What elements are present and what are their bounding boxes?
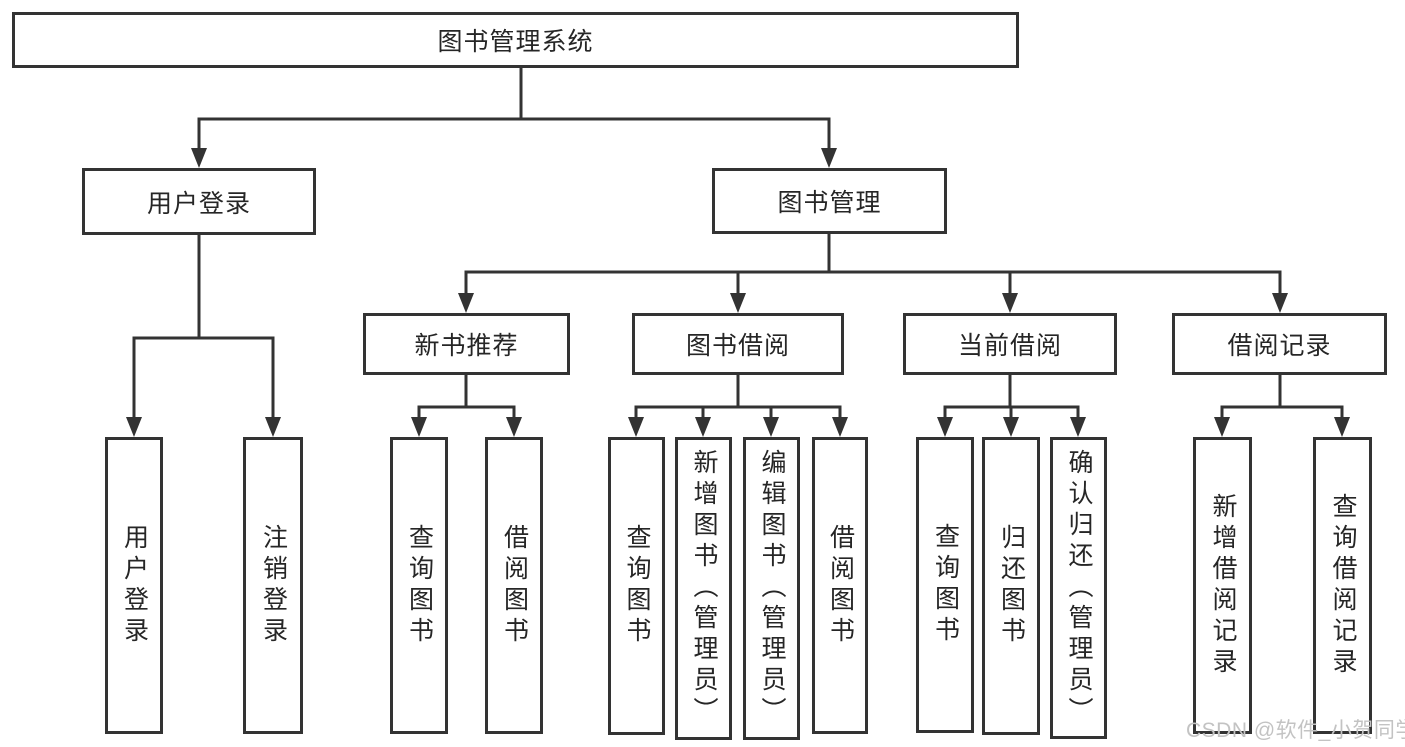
leaf-query-books-current: 查询图书 (916, 437, 974, 733)
leaf-edit-books-admin-label: 编辑图书（管理员） (758, 449, 786, 728)
leaf-add-books-admin: 新增图书（管理员） (675, 437, 732, 740)
node-new-book-recommend-label: 新书推荐 (414, 332, 519, 360)
node-root-label: 图书管理系统 (437, 28, 594, 56)
leaf-query-books-borrowing-label: 查询图书 (623, 524, 651, 648)
node-borrow-records-label: 借阅记录 (1227, 332, 1332, 360)
node-user-login: 用户登录 (82, 168, 316, 235)
node-book-borrowing: 图书借阅 (632, 313, 844, 375)
node-new-book-recommend: 新书推荐 (363, 313, 570, 375)
leaf-confirm-return-admin: 确认归还（管理员） (1050, 437, 1107, 739)
node-root: 图书管理系统 (12, 12, 1019, 68)
leaf-borrow-books-recommend: 借阅图书 (485, 437, 543, 734)
leaf-borrow-books-recommend-label: 借阅图书 (500, 523, 529, 648)
leaf-borrow-books-borrowing: 借阅图书 (812, 437, 868, 734)
leaf-query-books-borrowing: 查询图书 (608, 437, 665, 735)
node-book-management-label: 图书管理 (777, 189, 882, 217)
leaf-return-books-label: 归还图书 (997, 524, 1026, 648)
node-book-management: 图书管理 (712, 168, 947, 234)
leaf-logout: 注销登录 (243, 437, 303, 734)
leaf-query-books-current-label: 查询图书 (931, 523, 960, 647)
leaf-query-books-recommend: 查询图书 (390, 437, 448, 734)
leaf-add-borrow-record: 新增借阅记录 (1193, 437, 1252, 734)
leaf-query-borrow-record: 查询借阅记录 (1313, 437, 1372, 734)
leaf-logout-label: 注销登录 (259, 523, 288, 648)
leaf-user-login-label: 用户登录 (120, 523, 149, 648)
node-current-borrowing: 当前借阅 (903, 313, 1117, 375)
leaf-add-borrow-record-label: 新增借阅记录 (1209, 492, 1237, 679)
leaf-add-books-admin-label: 新增图书（管理员） (690, 449, 718, 728)
leaf-query-books-recommend-label: 查询图书 (405, 523, 434, 648)
leaf-edit-books-admin: 编辑图书（管理员） (743, 437, 800, 740)
leaf-return-books: 归还图书 (982, 437, 1040, 735)
leaf-user-login: 用户登录 (105, 437, 163, 734)
node-current-borrowing-label: 当前借阅 (957, 332, 1062, 360)
leaf-borrow-books-borrowing-label: 借阅图书 (826, 523, 855, 648)
leaf-confirm-return-admin-label: 确认归还（管理员） (1065, 448, 1093, 728)
node-user-login-label: 用户登录 (146, 189, 251, 218)
leaf-query-borrow-record-label: 查询借阅记录 (1329, 492, 1357, 679)
node-book-borrowing-label: 图书借阅 (685, 332, 790, 360)
node-borrow-records: 借阅记录 (1172, 313, 1387, 375)
